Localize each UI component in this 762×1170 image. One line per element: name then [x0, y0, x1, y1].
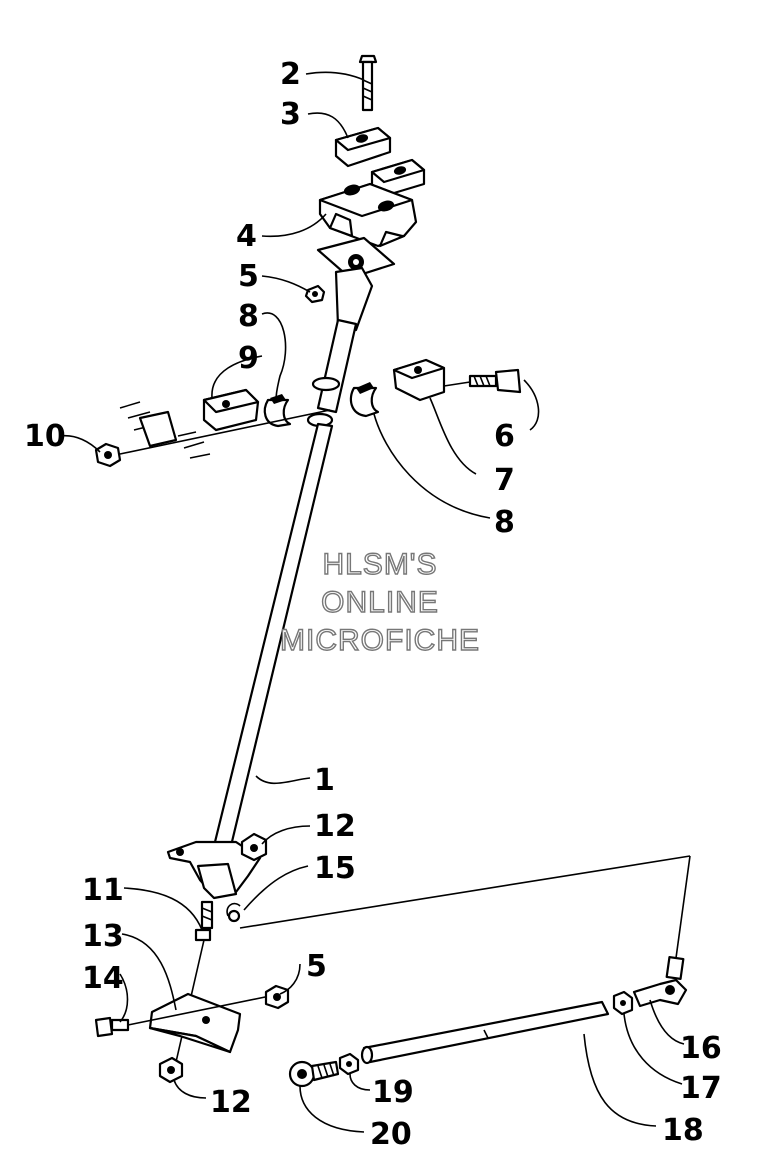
part-12-nut-upper	[240, 832, 268, 862]
callout-5: 5	[238, 259, 259, 294]
callout-6: 6	[494, 419, 515, 454]
part-4-handlebar-block	[318, 182, 418, 248]
callout-2: 2	[280, 57, 301, 92]
part-12-nut-lower	[158, 1056, 184, 1084]
part-5-nut-upper	[304, 284, 326, 304]
part-7-clamp-cap	[392, 358, 446, 402]
watermark-line-2: ONLINE	[321, 586, 439, 619]
part-19-jam-nut	[338, 1052, 360, 1076]
callout-15: 15	[314, 851, 356, 886]
part-2-bolt	[358, 54, 378, 112]
watermark-line-1: HLSM'S	[322, 548, 437, 581]
part-8-bushing-right	[349, 382, 380, 418]
part-14-bolt	[94, 995, 271, 1038]
part-10-nut-and-washers	[94, 401, 331, 468]
callout-17: 17	[680, 1071, 722, 1106]
callout-19: 19	[372, 1075, 414, 1110]
part-17-jam-nut	[612, 990, 634, 1016]
part-15-pin	[226, 855, 691, 959]
watermark: HLSM'S ONLINE MICROFICHE	[279, 547, 480, 657]
callout-11: 11	[82, 873, 124, 908]
callout-7: 7	[494, 463, 515, 498]
callout-20: 20	[370, 1117, 412, 1152]
part-3-handlebar-cap	[334, 126, 426, 198]
callout-14: 14	[82, 961, 124, 996]
callout-18: 18	[662, 1113, 704, 1148]
part-6-clamp-bolt	[443, 368, 522, 394]
part-13-bracket-plate	[148, 992, 242, 1054]
leader-lines	[59, 71, 685, 1133]
watermark-line-3: MICROFICHE	[280, 624, 480, 657]
callout-16: 16	[680, 1031, 722, 1066]
callout-4: 4	[236, 219, 257, 254]
part-20-tie-rod-end	[288, 1060, 340, 1088]
callout-1: 1	[314, 763, 335, 798]
callout-8: 8	[238, 299, 259, 334]
callout-9: 9	[238, 341, 259, 376]
callout-12: 12	[314, 809, 356, 844]
callout-labels: 2 3 4 5 8 9 10 6 7 8 1 12 15 11 13 14 5 …	[24, 57, 722, 1152]
part-9-clamp-block	[202, 388, 260, 432]
callout-13: 13	[82, 919, 124, 954]
part-1-steering-post	[166, 236, 396, 900]
part-5-nut-lower	[264, 984, 290, 1010]
callout-8b: 8	[494, 505, 515, 540]
callout-10: 10	[24, 419, 66, 454]
part-16-tie-rod-end	[632, 956, 688, 1008]
callout-5b: 5	[306, 949, 327, 984]
callout-3: 3	[280, 97, 301, 132]
callout-12b: 12	[210, 1085, 252, 1120]
part-18-tie-rod	[360, 1000, 610, 1065]
